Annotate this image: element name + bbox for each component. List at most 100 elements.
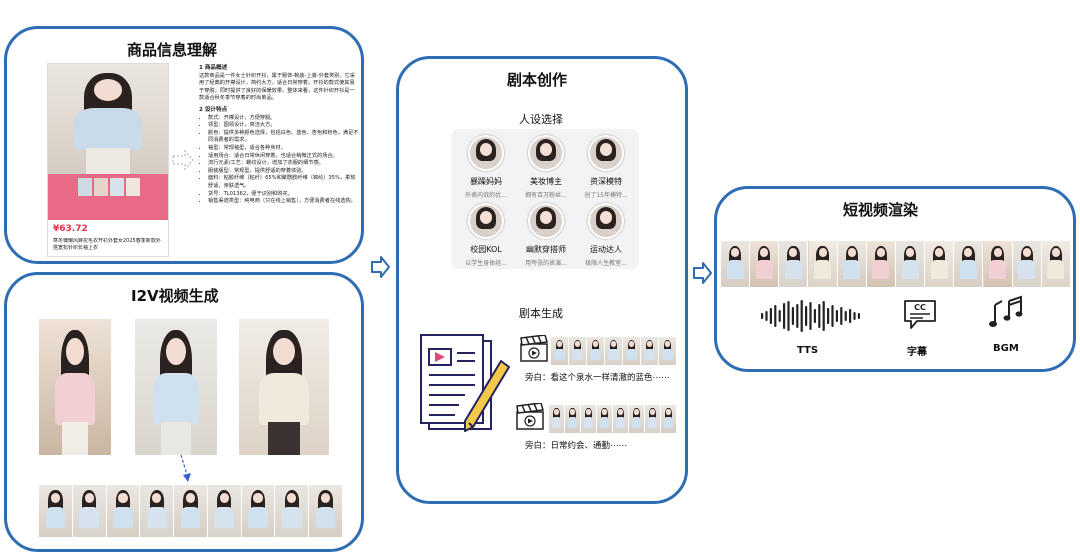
list-item: 货号：TL01362，便于识别和购买。 [208, 191, 359, 199]
video-render-panel: 短视频渲染 TTS CC 字幕 BGM [714, 186, 1076, 372]
video-frame [641, 337, 659, 365]
product-price: ¥63.72 [53, 224, 88, 234]
video-frame [107, 485, 141, 537]
list-item: 袖型：常规袖型，适合各种身材。 [208, 145, 359, 153]
clapperboard-icon [519, 335, 549, 363]
video-frame [208, 485, 242, 537]
flow-arrow-icon [370, 256, 390, 278]
doc-section1-text: 这款商品是一件女士针织开衫，属于服饰-靴装-上装-外套类别。它采用了经典的开襟设… [199, 73, 359, 103]
list-item: 流行元素/工艺：螺纹设计，增加了衣服的细节感。 [208, 160, 359, 168]
video-frame [39, 485, 73, 537]
waveform-bar [818, 304, 820, 328]
i2v-generation-panel: I2V视频生成 [4, 272, 364, 552]
video-frame [629, 405, 645, 433]
persona-card[interactable]: 运动达人 极限人生教室... [573, 203, 639, 267]
persona-card[interactable]: 资深模特 创了15年模特... [573, 135, 639, 199]
waveform-bar [787, 301, 789, 331]
i2v-panel-title: I2V视频生成 [131, 285, 219, 306]
persona-card[interactable]: 幽默穿搭师 用夸张的表演... [513, 203, 579, 267]
avatar [468, 203, 504, 239]
waveform-icon [759, 299, 863, 333]
video-frame [809, 241, 838, 287]
waveform-bar [801, 300, 803, 332]
persona-name: 美妆博主 [513, 176, 579, 187]
persona-desc: 拥有百万粉丝... [513, 190, 579, 199]
video-frame [623, 337, 641, 365]
waveform-bar [836, 310, 838, 322]
video-frame [309, 485, 343, 537]
product-panel-title: 商品信息理解 [127, 39, 217, 60]
video-frame [645, 405, 661, 433]
script-creation-panel: 剧本创作 人设选择 暴躁妈妈 外表内敛的优... 美妆博主 拥有百万粉丝... … [396, 56, 688, 504]
subtitle-icon: CC [903, 299, 937, 331]
waveform-bar [805, 306, 807, 326]
video-frame [569, 337, 587, 365]
avatar [588, 203, 624, 239]
persona-name: 运动达人 [573, 244, 639, 255]
waveform-bar [823, 301, 825, 331]
waveform-bar [858, 313, 860, 319]
avatar [468, 135, 504, 171]
video-frame [597, 405, 613, 433]
video-frame [750, 241, 779, 287]
persona-name: 校园KOL [453, 244, 519, 255]
doc-section1-title: 1 商品概述 [199, 65, 359, 73]
video-frame [551, 337, 569, 365]
product-listing-screenshot: ¥63.72 寒冬慵懒风麻花毛衣开衫外套女2025春季新款外搭宽松针织长袖上衣 [47, 63, 169, 257]
i2v-video-frame-strip [39, 485, 343, 537]
persona-desc: 外表内敛的优... [453, 190, 519, 199]
waveform-bar [809, 302, 811, 330]
waveform-bar [845, 311, 847, 321]
script-document-icon [415, 331, 515, 443]
persona-name: 幽默穿搭师 [513, 244, 579, 255]
script-panel-title: 剧本创作 [507, 69, 567, 90]
doc-feature-list: 款式：开襟设计，方便穿脱。 领型：圆领设计，简洁大方。 颜色：提供多种颜色选择，… [199, 115, 359, 206]
avatar [528, 135, 564, 171]
video-frame [549, 405, 565, 433]
dotted-arrow-icon [171, 149, 195, 171]
video-frame [838, 241, 867, 287]
waveform-bar [831, 305, 833, 327]
render-frame-strip [721, 241, 1071, 287]
persona-name: 资深模特 [573, 176, 639, 187]
waveform-bar [761, 313, 763, 319]
persona-card[interactable]: 美妆博主 拥有百万粉丝... [513, 135, 579, 199]
video-frame [242, 485, 276, 537]
video-frame [275, 485, 309, 537]
video-frame [1013, 241, 1042, 287]
waveform-bar [849, 309, 851, 323]
waveform-bar [827, 308, 829, 324]
narration-1: 旁白：看这个泉水一样清澈的蓝色⋯⋯ [525, 371, 670, 383]
video-frame [581, 405, 597, 433]
script-frame-strip-1 [551, 337, 677, 365]
video-frame [867, 241, 896, 287]
script-frame-strip-2 [549, 405, 677, 433]
waveform-bar [853, 312, 855, 320]
video-frame [721, 241, 750, 287]
waveform-bar [770, 308, 772, 324]
waveform-bar [796, 304, 798, 328]
waveform-bar [774, 305, 776, 327]
video-frame [140, 485, 174, 537]
avatar [588, 135, 624, 171]
product-thumbnail-strip [48, 174, 168, 220]
video-frame [954, 241, 983, 287]
i2v-source-photo-3 [239, 319, 329, 455]
persona-card[interactable]: 暴躁妈妈 外表内敛的优... [453, 135, 519, 199]
waveform-bar [814, 309, 816, 323]
product-understanding-panel: 商品信息理解 ¥63.72 寒冬慵懒风麻花毛衣开衫外套女2025春季新款外搭宽松… [4, 26, 364, 264]
video-frame [565, 405, 581, 433]
waveform-bar [779, 310, 781, 322]
cc-text: CC [914, 303, 926, 312]
video-frame [174, 485, 208, 537]
video-frame [1042, 241, 1071, 287]
i2v-source-photo-2 [135, 319, 217, 455]
bgm-label: BGM [993, 343, 1019, 354]
subtitle-label: 字幕 [907, 343, 927, 358]
persona-name: 暴躁妈妈 [453, 176, 519, 187]
dotted-down-arrow-icon [177, 453, 193, 483]
persona-desc: 创了15年模特... [573, 190, 639, 199]
persona-card[interactable]: 校园KOL 以学生身体经... [453, 203, 519, 267]
persona-desc: 以学生身体经... [453, 258, 519, 267]
video-frame [779, 241, 808, 287]
